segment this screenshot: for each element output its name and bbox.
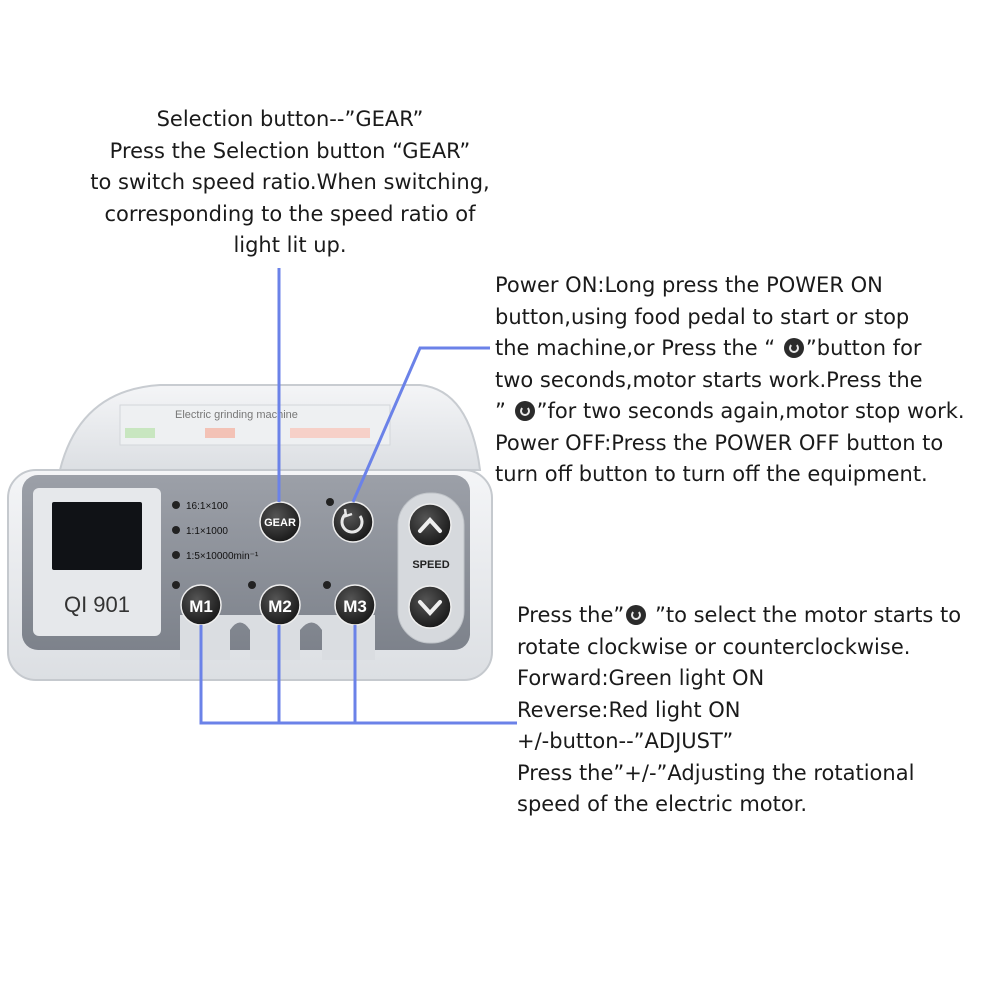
power-callout-line: Power ON:Long press the POWER ON (495, 273, 883, 297)
circular-arrow-icon (514, 401, 535, 421)
gear-callout: Selection button--”GEAR” Press the Selec… (40, 104, 540, 262)
gear-callout-line: light lit up. (233, 233, 347, 257)
m3-label: M3 (343, 597, 367, 616)
speed-label: SPEED (412, 559, 449, 571)
motor-callout-line: Reverse:Red light ON (517, 697, 741, 722)
gear-callout-line: corresponding to the speed ratio of (104, 201, 476, 226)
circular-arrow-icon (340, 512, 364, 534)
gear-callout-line: Selection button--”GEAR” (156, 107, 424, 131)
speed-down-button[interactable] (408, 585, 452, 629)
motor-callout-line: Press the” ”to select the motor starts t… (517, 603, 962, 627)
circular-arrow-icon (626, 605, 647, 625)
power-callout-line: ” ”for two seconds again,motor stop work… (495, 399, 965, 423)
lcd-screen (52, 502, 142, 570)
gear-button-label: GEAR (264, 517, 296, 529)
circular-arrow-icon (783, 338, 804, 358)
chevron-up-icon (418, 517, 442, 533)
ratio-3: 1:5×10000min⁻¹ (186, 551, 259, 562)
chevron-down-icon (418, 600, 442, 616)
ratio-1: 16:1×100 (186, 501, 228, 512)
motor-callout: Press the” ”to select the motor starts t… (517, 600, 961, 821)
m2-label: M2 (268, 597, 292, 616)
gear-callout-line: to switch speed ratio.When switching, (90, 170, 490, 194)
motor-callout-line: +/-button--”ADJUST” (517, 729, 734, 753)
m1-label: M1 (189, 597, 213, 616)
power-callout-line: button,using food pedal to start or stop (495, 304, 910, 329)
motor-callout-line: Forward:Green light ON (517, 666, 765, 690)
device-model-label: QI 901 (64, 592, 130, 617)
power-callout-line: turn off button to turn off the equipmen… (495, 462, 928, 486)
power-callout: Power ON:Long press the POWER ON button,… (495, 270, 965, 491)
motor-callout-line: Press the”+/-”Adjusting the rotational (517, 760, 915, 785)
motor-callout-line: rotate clockwise or counterclockwise. (517, 634, 911, 659)
power-leader-line (351, 346, 490, 503)
rotate-button[interactable] (332, 501, 374, 543)
speed-up-button[interactable] (408, 503, 452, 547)
motor-leader-line-1 (199, 625, 517, 725)
ratio-2: 1:1×1000 (186, 526, 228, 537)
device-top-label: Electric grinding machine (175, 409, 298, 421)
power-callout-line: Power OFF:Press the POWER OFF button to (495, 430, 944, 455)
top-label-strip (119, 404, 391, 446)
power-callout-line: the machine,or Press the “ ”button for (495, 336, 922, 360)
power-callout-line: two seconds,motor starts work.Press the (495, 367, 923, 392)
gear-callout-line: Press the Selection button “GEAR” (109, 138, 471, 163)
motor-callout-line: speed of the electric motor. (517, 792, 808, 816)
